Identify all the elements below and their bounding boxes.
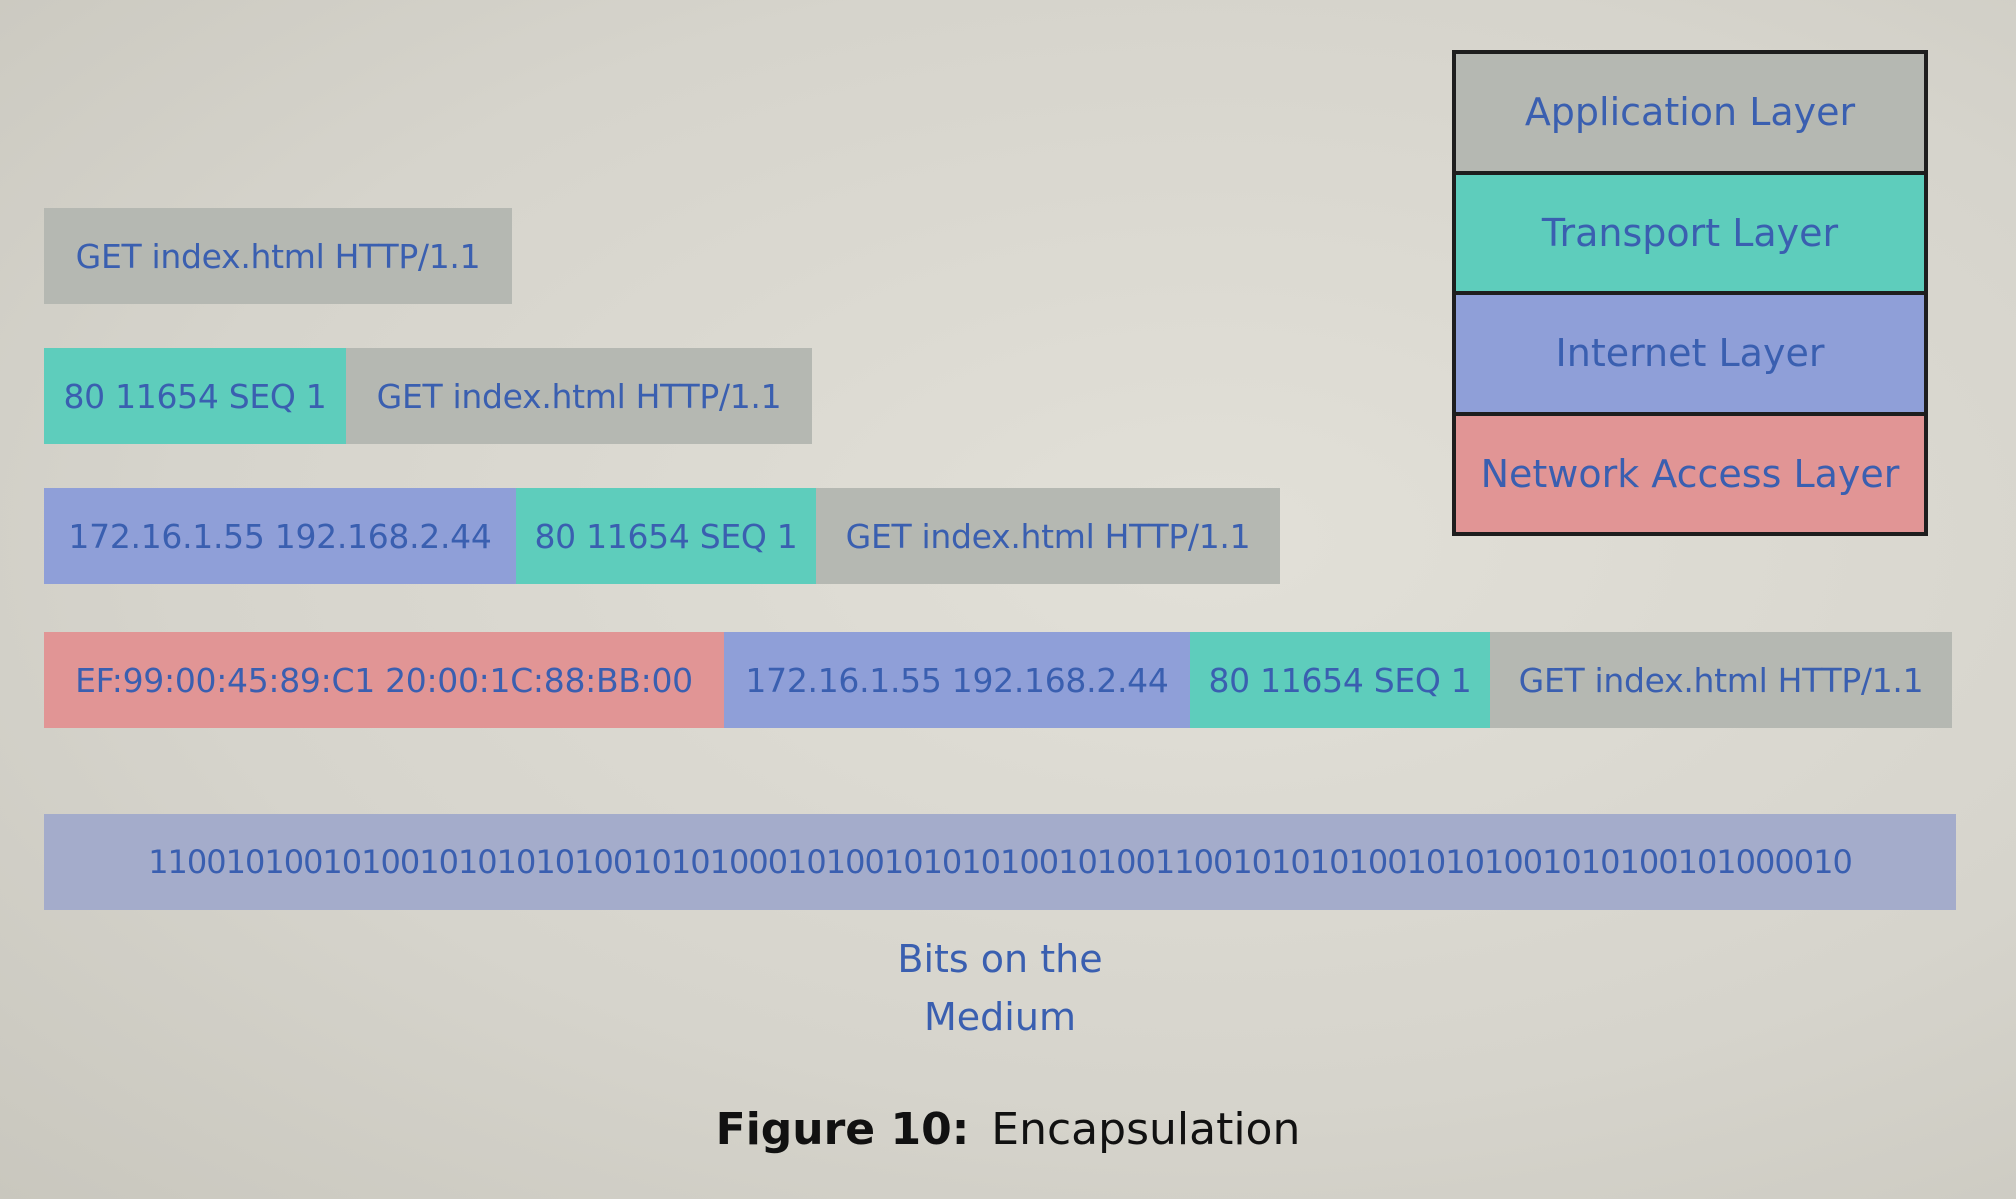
legend-transport-layer: Transport Layer (1456, 174, 1924, 295)
mac-header-segment: EF:99:00:45:89:C1 20:00:1C:88:BB:00 (44, 632, 724, 728)
http-request-segment: GET index.html HTTP/1.1 (346, 348, 812, 444)
bits-label-line2: Medium (924, 995, 1076, 1039)
tcp-header-segment: 80 11654 SEQ 1 (44, 348, 346, 444)
network-access-layer-frame: EF:99:00:45:89:C1 20:00:1C:88:BB:00 172.… (44, 632, 1952, 728)
internet-layer-packet: 172.16.1.55 192.168.2.44 80 11654 SEQ 1 … (44, 488, 1280, 584)
transport-layer-packet: 80 11654 SEQ 1 GET index.html HTTP/1.1 (44, 348, 812, 444)
legend-internet-layer: Internet Layer (1456, 295, 1924, 416)
legend-application-layer: Application Layer (1456, 54, 1924, 175)
ip-header-segment: 172.16.1.55 192.168.2.44 (724, 632, 1190, 728)
tcp-header-segment: 80 11654 SEQ 1 (1190, 632, 1490, 728)
legend-network-access-layer: Network Access Layer (1456, 415, 1924, 532)
figure-title: Encapsulation (991, 1104, 1301, 1155)
figure-caption: Figure 10: Encapsulation (0, 1104, 2016, 1155)
tcp-header-segment: 80 11654 SEQ 1 (516, 488, 816, 584)
figure-number: Figure 10: (715, 1104, 970, 1155)
bits-label-line1: Bits on the (897, 937, 1103, 981)
bits-label: Bits on the Medium (800, 930, 1200, 1046)
ip-header-segment: 172.16.1.55 192.168.2.44 (44, 488, 516, 584)
http-request-segment: GET index.html HTTP/1.1 (44, 208, 512, 304)
layer-legend: Application Layer Transport Layer Intern… (1452, 50, 1928, 536)
http-request-segment: GET index.html HTTP/1.1 (1490, 632, 1952, 728)
application-layer-packet: GET index.html HTTP/1.1 (44, 208, 512, 304)
bits-stream: 1100101001010010101010100101010001010010… (44, 814, 1956, 910)
bits-on-medium: 1100101001010010101010100101010001010010… (44, 814, 1956, 910)
http-request-segment: GET index.html HTTP/1.1 (816, 488, 1280, 584)
